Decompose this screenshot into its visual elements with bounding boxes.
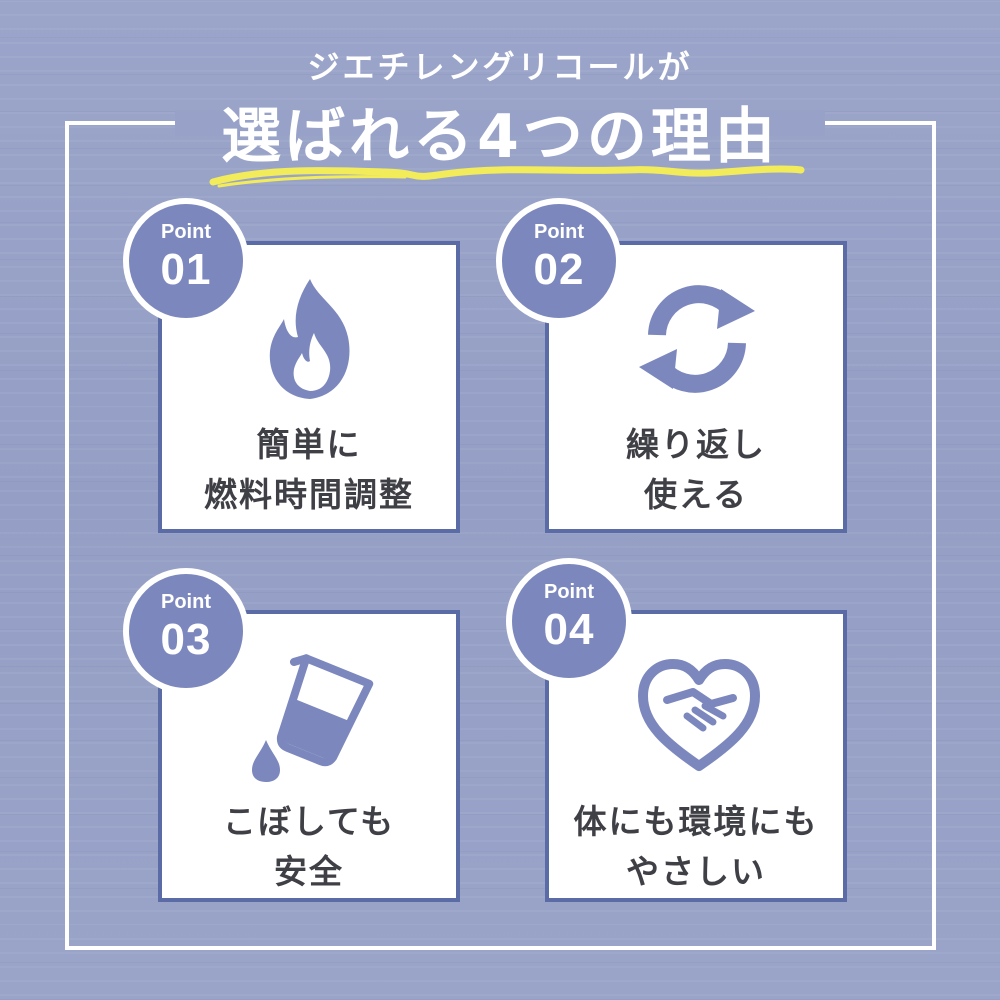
badge-04-word: Point — [544, 581, 594, 603]
pouring-beaker-icon — [252, 654, 374, 782]
point-04-line2: やさしい — [626, 852, 766, 891]
heart-handshake-icon — [638, 659, 760, 771]
point-02-line2: 使える — [643, 475, 748, 514]
badge-01-word: Point — [161, 221, 211, 243]
point-01-line1: 簡単に — [256, 425, 362, 464]
badge-01-number: 01 — [160, 245, 212, 294]
badge-04-number: 04 — [543, 605, 595, 654]
refresh-cycle-icon — [639, 285, 755, 393]
header-subtitle: ジエチレングリコールが — [307, 48, 693, 86]
point-card-01: 簡単に 燃料時間調整 — [158, 241, 460, 533]
point-02-line1: 繰り返し — [626, 425, 766, 464]
frame-title-gap — [175, 110, 825, 136]
header-title: 選ばれる4つの理由 — [221, 102, 779, 172]
flame-icon — [269, 279, 350, 399]
badge-03-number: 03 — [160, 615, 212, 664]
badge-02-number: 02 — [533, 245, 585, 294]
badge-02-word: Point — [534, 221, 584, 243]
point-03-line1: こぼしても — [222, 802, 396, 841]
point-card-04: 体にも環境にも やさしい — [545, 610, 847, 902]
point-01-line2: 燃料時間調整 — [204, 475, 414, 514]
point-badge-01: Point 01 — [123, 198, 249, 324]
point-badge-03: Point 03 — [123, 568, 249, 694]
point-badge-02: Point 02 — [496, 198, 622, 324]
badge-03-word: Point — [161, 591, 211, 613]
point-03-line2: 安全 — [274, 852, 344, 891]
point-badge-04: Point 04 — [506, 558, 632, 684]
title-underline-brush — [209, 165, 805, 188]
point-04-line1: 体にも環境にも — [573, 802, 819, 841]
